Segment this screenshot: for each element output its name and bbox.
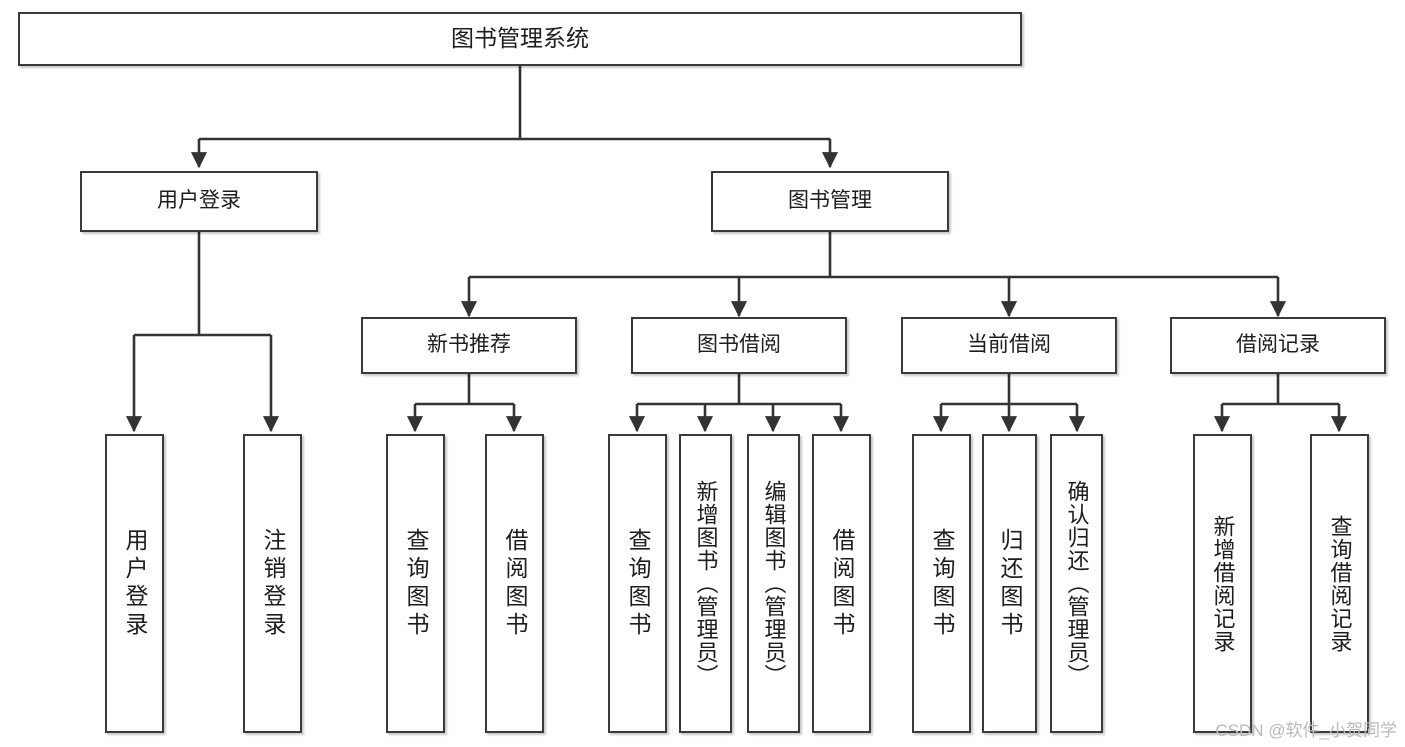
- node-label: 编辑图书（管理员）: [761, 480, 787, 687]
- node-label: 查询图书: [625, 527, 651, 640]
- node-leaf-user-login[interactable]: 用户登录: [105, 434, 164, 733]
- node-label: 确认归还（管理员）: [1064, 480, 1090, 687]
- node-label: 图书管理系统: [451, 25, 589, 52]
- node-borrow-records[interactable]: 借阅记录: [1170, 317, 1386, 374]
- node-new-book-recommend[interactable]: 新书推荐: [361, 317, 577, 374]
- node-leaf-borrow-book[interactable]: 借阅图书: [812, 434, 871, 733]
- node-leaf-borrow-book-recommend[interactable]: 借阅图书: [485, 434, 544, 733]
- node-label: 借阅图书: [502, 527, 528, 640]
- node-leaf-add-book-admin[interactable]: 新增图书（管理员）: [679, 434, 732, 733]
- node-label: 注销登录: [260, 527, 286, 640]
- node-root-book-management-system[interactable]: 图书管理系统: [18, 12, 1022, 66]
- node-label: 新增借阅记录: [1210, 514, 1236, 653]
- node-leaf-query-book-borrow[interactable]: 查询图书: [608, 434, 667, 733]
- node-label: 归还图书: [997, 527, 1023, 640]
- node-leaf-confirm-return-admin[interactable]: 确认归还（管理员）: [1050, 434, 1103, 733]
- node-user-login[interactable]: 用户登录: [80, 171, 318, 232]
- node-label: 用户登录: [122, 527, 148, 640]
- node-label: 查询图书: [403, 527, 429, 640]
- node-label: 用户登录: [157, 189, 241, 213]
- node-book-borrow[interactable]: 图书借阅: [631, 317, 847, 374]
- node-label: 查询借阅记录: [1327, 514, 1353, 653]
- node-label: 查询图书: [929, 527, 955, 640]
- node-book-management[interactable]: 图书管理: [711, 171, 949, 232]
- node-leaf-query-borrow-record[interactable]: 查询借阅记录: [1310, 434, 1369, 733]
- node-label: 借阅图书: [829, 527, 855, 640]
- node-leaf-return-book[interactable]: 归还图书: [982, 434, 1037, 733]
- node-leaf-query-book-recommend[interactable]: 查询图书: [386, 434, 445, 733]
- node-label: 当前借阅: [967, 333, 1051, 357]
- node-label: 新书推荐: [427, 333, 511, 357]
- node-leaf-logout[interactable]: 注销登录: [243, 434, 302, 733]
- node-label: 图书管理: [788, 189, 872, 213]
- watermark: CSDN @软件_小贺同学: [1215, 721, 1397, 740]
- node-leaf-query-book-current[interactable]: 查询图书: [912, 434, 971, 733]
- node-leaf-edit-book-admin[interactable]: 编辑图书（管理员）: [747, 434, 800, 733]
- node-leaf-add-borrow-record[interactable]: 新增借阅记录: [1193, 434, 1252, 733]
- node-label: 图书借阅: [697, 333, 781, 357]
- node-current-borrow[interactable]: 当前借阅: [901, 317, 1117, 374]
- node-label: 借阅记录: [1236, 333, 1320, 357]
- node-label: 新增图书（管理员）: [693, 480, 719, 687]
